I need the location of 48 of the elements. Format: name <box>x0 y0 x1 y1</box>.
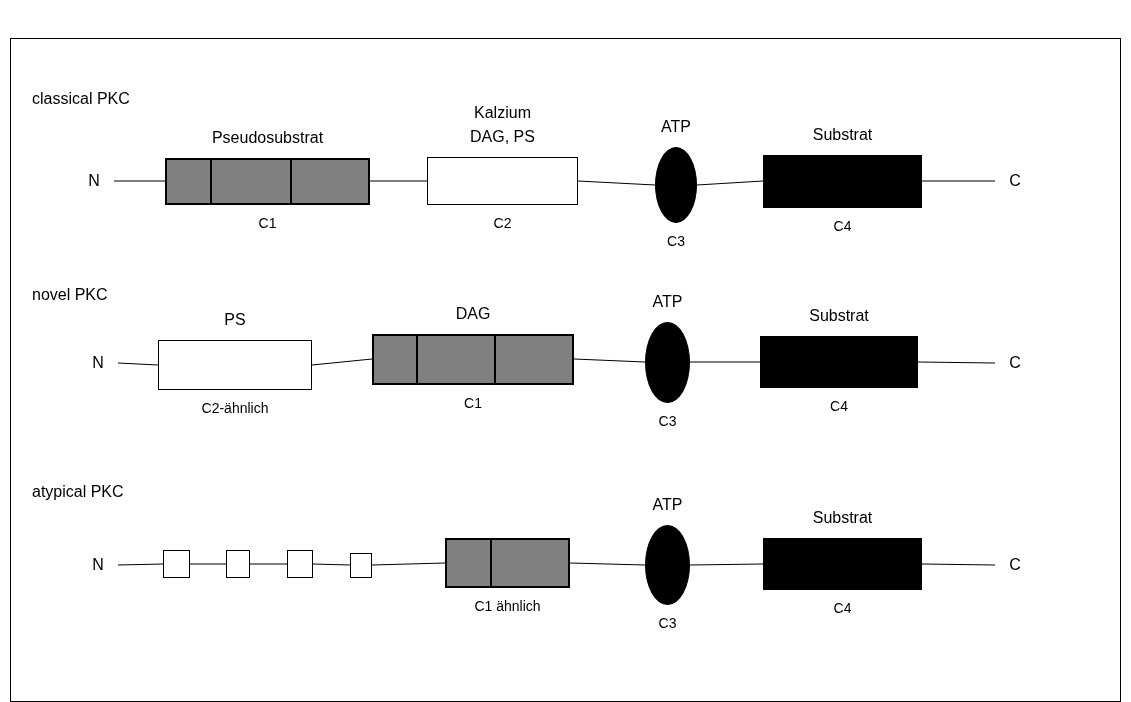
connector-line <box>369 180 428 182</box>
domain-label: Substrat <box>812 124 873 145</box>
domain-name: C3 <box>667 232 685 251</box>
terminus-label: N <box>88 555 108 575</box>
connector-line <box>249 563 288 565</box>
connector-line <box>117 563 164 566</box>
domain-name: C1 ähnlich <box>474 597 541 616</box>
connector-line <box>569 562 646 566</box>
row-label: novel PKC <box>32 286 108 304</box>
connector-line <box>117 362 159 366</box>
domain-name: C1 <box>258 213 277 233</box>
domain-label: Substrat <box>812 508 873 528</box>
terminus-label: N <box>84 171 104 191</box>
domain-name: C3 <box>658 614 677 633</box>
domain-name: C4 <box>830 397 848 416</box>
connector-line <box>689 361 761 363</box>
domain-name: C2 <box>493 214 512 233</box>
domain-label: ATP <box>652 495 683 515</box>
domain-name: C3 <box>658 411 677 431</box>
connector-line <box>189 563 227 565</box>
connector-line <box>921 563 996 566</box>
domain-label: PS <box>224 310 246 330</box>
terminus-label: C <box>1005 171 1025 191</box>
domain-name: C4 <box>833 216 852 236</box>
terminus-label: C <box>1005 353 1025 373</box>
row-label: classical PKC <box>32 90 130 108</box>
domain-label: ATP <box>652 291 683 312</box>
domain-name: C4 <box>833 599 852 618</box>
connector-line <box>917 361 996 364</box>
domain-label: Pseudosubstrat <box>211 127 324 148</box>
domain-label: DAG <box>455 303 491 324</box>
domain-label: Substrat <box>809 306 869 326</box>
connector-line <box>696 180 764 186</box>
connector-line <box>921 180 996 182</box>
connector-line <box>577 180 656 186</box>
domain-name: C2-ähnlich <box>201 399 269 418</box>
row-label: atypical PKC <box>32 483 124 501</box>
connector-line <box>371 562 446 566</box>
domain-name: C1 <box>464 393 482 413</box>
connector-line <box>312 563 351 566</box>
connector-line <box>573 358 646 363</box>
terminus-label: C <box>1005 555 1025 575</box>
terminus-label: N <box>88 353 108 373</box>
connector-line <box>689 563 764 566</box>
connector-line <box>113 180 166 182</box>
domain-label: Kalzium DAG, PS <box>469 103 536 147</box>
domain-label: ATP <box>661 117 691 137</box>
connector-line <box>311 358 373 366</box>
